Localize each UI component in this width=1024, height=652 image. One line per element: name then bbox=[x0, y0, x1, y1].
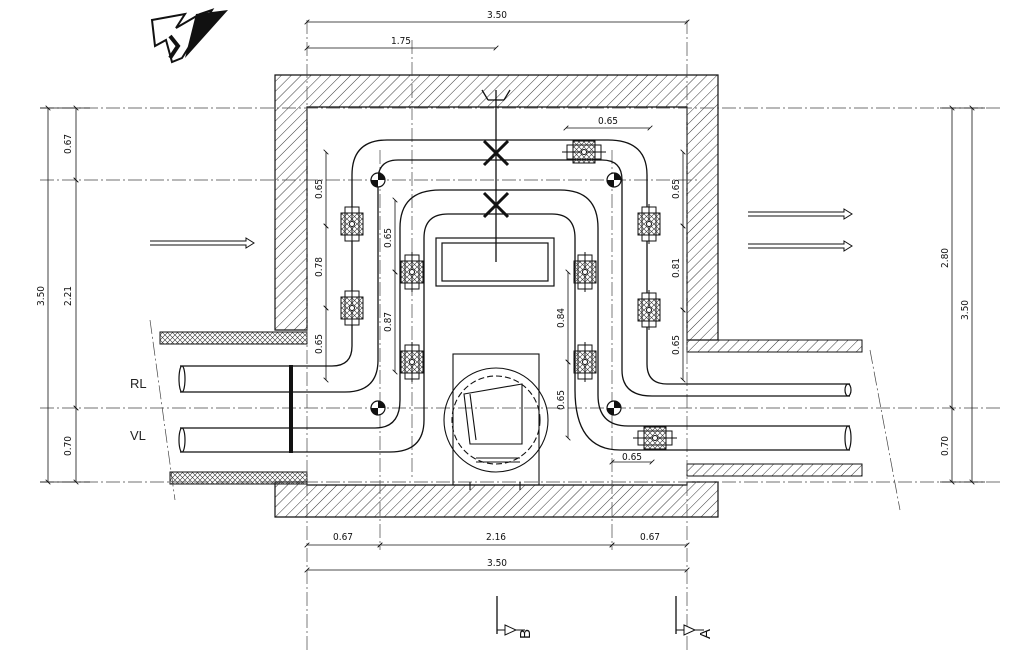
dim-outer-left-bottom: 0.65 bbox=[314, 334, 325, 354]
dim-inner-right-bottom: 0.65 bbox=[556, 390, 567, 410]
section-marker-b: B bbox=[496, 596, 534, 639]
compensator-icon bbox=[340, 140, 678, 450]
dim-top-half: 1.75 bbox=[391, 36, 411, 47]
dim-bottom-mid: 2.16 bbox=[486, 532, 506, 543]
manhole-hatch bbox=[443, 353, 549, 490]
dim-left-total: 3.50 bbox=[36, 286, 47, 306]
return-pipe-loop bbox=[180, 139, 850, 397]
section-marker-a: A bbox=[675, 596, 714, 639]
dimension-labels: 3.50 1.75 0.65 3.50 0.67 2.21 0.70 2.80 … bbox=[36, 10, 971, 569]
dim-inner-left-top: 0.65 bbox=[383, 228, 394, 248]
dim-bottom-total: 3.50 bbox=[487, 558, 507, 569]
dim-bottom-right: 0.67 bbox=[640, 532, 660, 543]
dim-right-bottom: 0.70 bbox=[940, 436, 951, 456]
north-arrow-icon bbox=[150, 8, 228, 64]
pipe-ends bbox=[178, 365, 852, 453]
dim-outer-left-top: 0.65 bbox=[314, 179, 325, 199]
dim-outer-right-bottom: 0.65 bbox=[671, 335, 682, 355]
dim-left-bottom: 0.70 bbox=[63, 436, 74, 456]
dim-top-total: 3.50 bbox=[487, 10, 507, 21]
supply-pipe-loop bbox=[180, 189, 850, 453]
dim-bottom-left: 0.67 bbox=[333, 532, 353, 543]
dim-outer-left-mid: 0.78 bbox=[314, 257, 325, 277]
dim-inner-right-mid: 0.84 bbox=[556, 308, 567, 328]
section-label-b: B bbox=[517, 629, 534, 639]
dim-outer-right-top: 0.65 bbox=[671, 179, 682, 199]
dim-right-upper: 2.80 bbox=[940, 248, 951, 268]
dimension-lines bbox=[40, 22, 985, 570]
pipe-label-return: RL bbox=[130, 376, 147, 391]
distributor-box bbox=[435, 237, 555, 287]
flow-arrow-icon bbox=[150, 208, 853, 252]
dim-outer-right-mid: 0.81 bbox=[671, 258, 682, 278]
dim-bottom-right-coupler: 0.65 bbox=[622, 452, 642, 463]
dim-top-right-coupler: 0.65 bbox=[598, 116, 618, 127]
dim-right-total: 3.50 bbox=[960, 300, 971, 320]
pipe-label-supply: VL bbox=[130, 428, 146, 443]
dim-left-mid: 2.21 bbox=[63, 286, 74, 306]
dim-left-top: 0.67 bbox=[63, 134, 74, 154]
shaft-walls bbox=[159, 74, 863, 518]
dim-inner-left-mid: 0.87 bbox=[383, 312, 394, 332]
section-label-a: A bbox=[697, 629, 714, 639]
centre-lines bbox=[40, 20, 1000, 650]
riser-line bbox=[481, 89, 511, 262]
